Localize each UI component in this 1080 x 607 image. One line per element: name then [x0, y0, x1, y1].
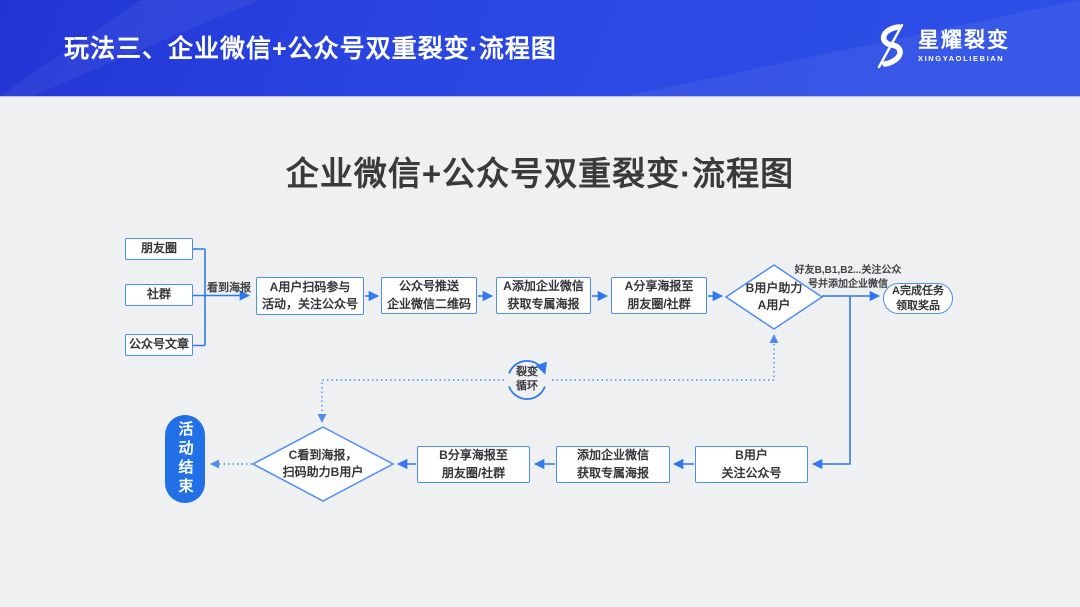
node-source-article: 公众号文章 [125, 334, 193, 356]
node-a-scan: A用户扫码参与 活动，关注公众号 [256, 277, 364, 315]
node-push-qr: 公众号推送 企业微信二维码 [381, 277, 477, 314]
node-b-assist-label: B用户助力 A用户 [745, 280, 803, 312]
node-b-add-wecom: 添加企业微信 获取专属海报 [556, 446, 670, 483]
brand-subtitle: XINGYAOLIEBIAN [918, 53, 1005, 63]
label-see-poster: 看到海报 [207, 282, 251, 294]
node-source-community: 社群 [125, 284, 193, 306]
node-a-share: A分享海报至 朋友圈/社群 [611, 277, 707, 314]
node-a-reward: A完成任务 领取奖品 [883, 283, 953, 314]
brand-text: 星耀裂变 XINGYAOLIEBIAN [918, 30, 1010, 63]
page-title: 企业微信+公众号双重裂变·流程图 [285, 155, 795, 192]
node-a-add-wecom: A添加企业微信 获取专属海报 [496, 277, 591, 314]
node-activity-end: 活动结束 [165, 415, 205, 503]
brand-swirl-icon [877, 23, 904, 69]
node-b-share: B分享海报至 朋友圈/社群 [417, 446, 530, 483]
brand-logo: 星耀裂变 XINGYAOLIEBIAN [869, 22, 1010, 70]
node-source-moments: 朋友圈 [125, 238, 193, 260]
label-fission-loop: 裂变 循环 [516, 366, 538, 393]
edge-branch-to-b-follow [811, 296, 851, 470]
loop-arrow-top [508, 360, 547, 375]
edge-sources-bracket [193, 248, 206, 347]
label-friends-follow: 好友B,B1,B2...关注公众 号并添加企业微信 [794, 265, 902, 290]
node-c-assist-label: C看到海报， 扫码助力B用户 [282, 447, 364, 479]
diamond-c-assist [251, 426, 395, 502]
header-title: 玩法三、企业微信+公众号双重裂变·流程图 [64, 35, 557, 63]
header-bar: 玩法三、企业微信+公众号双重裂变·流程图 星耀裂变 XINGYAOLIEBIAN [0, 0, 1080, 97]
diamond-b-assist [724, 264, 824, 330]
node-b-follow: B用户 关注公众号 [695, 446, 808, 483]
loop-arrow-bottom [508, 386, 546, 400]
brand-name: 星耀裂变 [918, 28, 1010, 52]
